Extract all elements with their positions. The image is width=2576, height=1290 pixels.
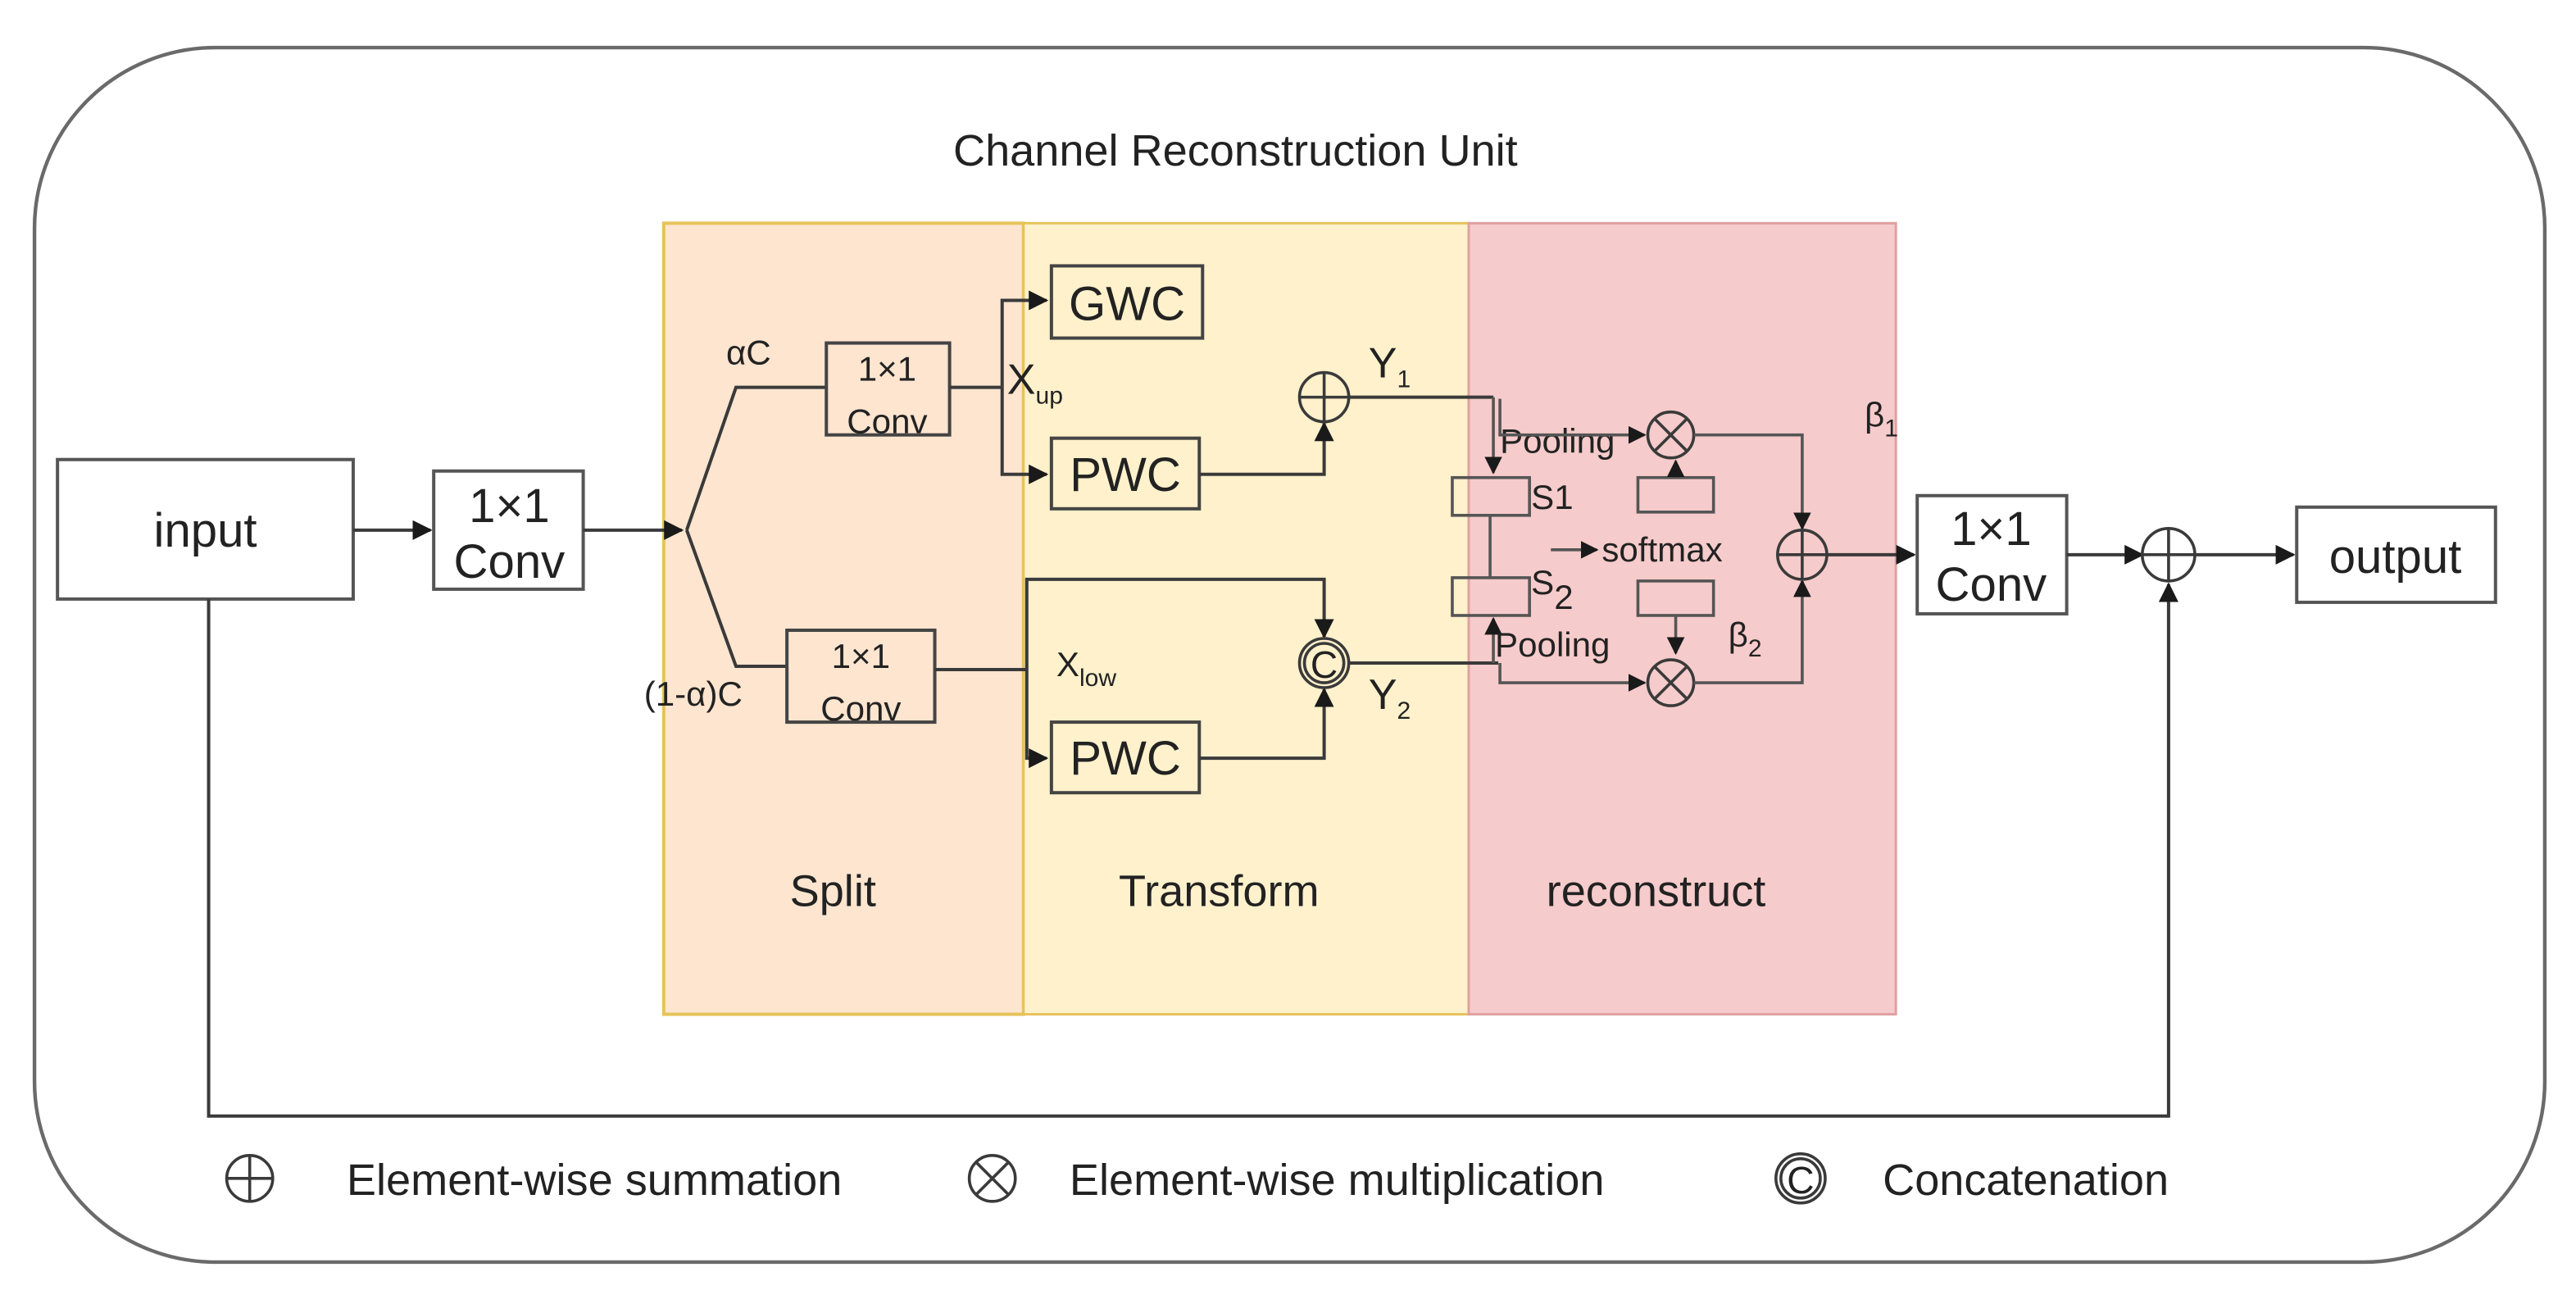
x-low-sub: low: [1079, 665, 1116, 692]
arrow-pwclow-to-concat: [1199, 687, 1334, 761]
beta1-sub: 1: [1884, 416, 1898, 443]
s1-base: S: [1531, 478, 1554, 516]
x-up-sub: up: [1036, 383, 1063, 410]
alpha-c-label: αC: [726, 334, 771, 372]
conv-up-line1: 1×1: [858, 350, 916, 388]
y2-sub: 2: [1397, 697, 1411, 724]
y1-sub: 1: [1397, 366, 1411, 393]
legend: Element-wise summation Element-wise mult…: [225, 1151, 2169, 1205]
one-minus-alpha-c-label: (1-α)C: [644, 675, 743, 713]
softmax-label: softmax: [1601, 530, 1722, 569]
legend-item-multiplication: Element-wise multiplication: [967, 1153, 1604, 1205]
legend-label-summation: Element-wise summation: [347, 1156, 842, 1205]
conv-post-line2: Conv: [1936, 558, 2047, 611]
stage-label-reconstruct: reconstruct: [1547, 866, 1766, 915]
s1-label: S1: [1531, 478, 1573, 516]
arrow-xup-to-pwc: [1000, 387, 1049, 484]
residual-sum-operator: [2141, 527, 2197, 583]
split-branch-up: [684, 385, 827, 531]
gwc-box: [1049, 264, 1205, 340]
transform-region: [1022, 221, 1470, 1016]
input-label: input: [154, 504, 257, 557]
beta2-sub: 2: [1748, 635, 1762, 662]
y2-base: Y: [1369, 671, 1397, 719]
beta2-base: β: [1729, 615, 1748, 654]
stage-label-split: Split: [790, 866, 876, 915]
arrow-xlow-to-pwc: [1024, 670, 1049, 769]
gwc-label: GWC: [1069, 278, 1185, 331]
arrow-pwc-to-sum: [1199, 421, 1334, 476]
pooling-bottom-label: Pooling: [1495, 625, 1610, 664]
conv-low-line2: Conv: [820, 689, 901, 728]
beta1-base: β: [1865, 396, 1884, 434]
conv-up-line2: Conv: [847, 402, 927, 441]
pwc-up-label: PWC: [1070, 448, 1181, 502]
x-low-label: Xlow: [1056, 645, 1116, 692]
input-box: [56, 457, 355, 601]
conv-post-line1: 1×1: [1951, 502, 2032, 556]
stage-label-transform: Transform: [1119, 866, 1320, 915]
circle-times-icon: [967, 1153, 1017, 1203]
x-up-label: Xup: [1007, 357, 1063, 410]
split-region: [661, 221, 1025, 1016]
legend-label-multiplication: Element-wise multiplication: [1070, 1156, 1604, 1205]
s2-label: S2: [1531, 563, 1573, 616]
reconstruct-region: [1467, 221, 1897, 1016]
s1-sub: 1: [1554, 478, 1573, 516]
output-box: [2295, 505, 2497, 604]
x-low-base: X: [1056, 645, 1079, 684]
circle-plus-icon: [225, 1153, 275, 1203]
conv-pre-line1: 1×1: [469, 479, 550, 533]
arrow-pooling-to-mul-top: [1498, 398, 1647, 444]
arrow-multop-to-sum: [1693, 433, 1811, 530]
sum-y1-operator: [1297, 370, 1351, 424]
y2-label: Y2: [1369, 671, 1411, 724]
s2-sub: 2: [1554, 578, 1573, 616]
y1-label: Y1: [1369, 340, 1411, 393]
beta2-label: β2: [1729, 615, 1762, 662]
s2-base: S: [1531, 563, 1554, 602]
legend-concat-symbol: C: [1787, 1159, 1814, 1201]
diagram-title: Channel Reconstruction Unit: [953, 126, 1518, 175]
output-label: output: [2329, 530, 2462, 584]
legend-label-concatenation: Concatenation: [1883, 1156, 2169, 1205]
arrow-xup-to-gwc: [1000, 290, 1049, 388]
beta1-label: β1: [1865, 396, 1898, 443]
legend-item-concatenation: C Concatenation: [1774, 1151, 2169, 1205]
conv-pre-line2: Conv: [454, 535, 566, 588]
pooling-top-label: Pooling: [1500, 422, 1615, 461]
legend-item-summation: Element-wise summation: [225, 1153, 842, 1205]
residual-skip-connection: [207, 582, 2178, 1118]
split-branch-low: [684, 529, 788, 669]
x-up-base: X: [1007, 357, 1036, 404]
y1-base: Y: [1369, 340, 1397, 388]
arrow-mulbottom-to-sum: [1693, 579, 1811, 684]
arrow-xlow-to-concat: [1024, 577, 1334, 670]
pwc-low-label: PWC: [1070, 732, 1181, 785]
conv-low-box: [785, 628, 937, 724]
circle-c-icon: C: [1774, 1151, 1827, 1205]
concat-symbol: C: [1311, 643, 1338, 686]
s2-box: [1451, 576, 1531, 617]
sum-reconstruct-operator: [1776, 529, 1829, 581]
conv-low-line1: 1×1: [832, 637, 890, 675]
arrow-pooling-to-mul-bottom: [1498, 663, 1647, 692]
mul-top-operator: [1646, 410, 1696, 460]
